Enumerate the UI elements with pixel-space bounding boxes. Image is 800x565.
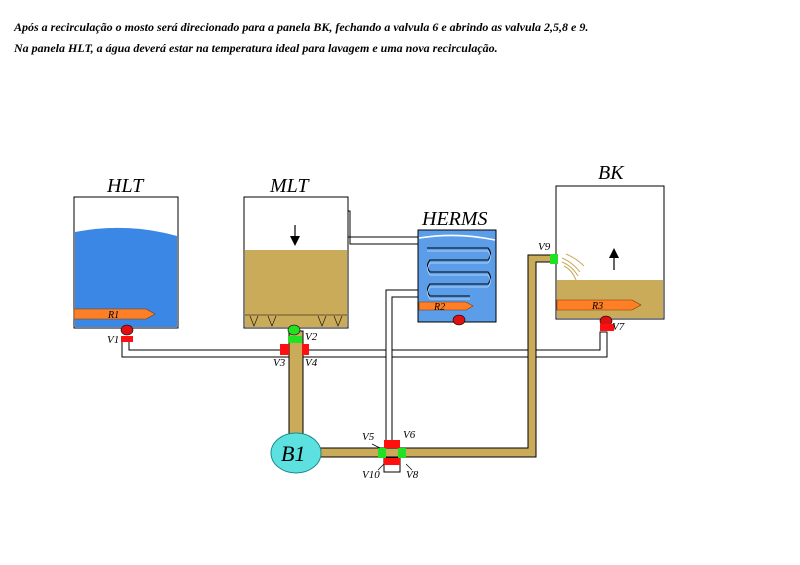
mlt-to-pump-pipe bbox=[288, 330, 304, 442]
return-pipe bbox=[121, 331, 608, 358]
mlt-title: MLT bbox=[269, 175, 310, 197]
herms-outlet-pipe bbox=[385, 289, 419, 451]
heater-r1 bbox=[73, 308, 156, 320]
valve-v9[interactable] bbox=[550, 254, 558, 264]
herms-tank: R2 bbox=[417, 229, 497, 323]
valve-v1[interactable] bbox=[121, 336, 133, 342]
valve-v2-label: V2 bbox=[305, 331, 318, 343]
herms-coil bbox=[427, 247, 491, 297]
hlt-tank: R1 bbox=[73, 196, 179, 329]
heater-r1-label: R1 bbox=[107, 310, 119, 321]
hlt-title: HLT bbox=[106, 175, 145, 197]
sensor-herms bbox=[452, 314, 466, 326]
valve-v3[interactable] bbox=[280, 344, 289, 355]
sensor-hlt bbox=[120, 324, 134, 336]
bk-tank: R3 bbox=[555, 185, 665, 320]
valve-v7[interactable] bbox=[600, 324, 614, 331]
sensor-mlt bbox=[287, 324, 301, 336]
heater-r2 bbox=[418, 301, 474, 311]
flow-arrow-up-icon bbox=[609, 248, 619, 270]
herms-title: HERMS bbox=[421, 208, 488, 230]
valve-v9-label: V9 bbox=[538, 241, 551, 253]
valve-v8[interactable] bbox=[398, 448, 406, 458]
valve-v10-label: V10 bbox=[362, 469, 380, 481]
heater-r3 bbox=[556, 299, 642, 311]
bk-title: BK bbox=[598, 162, 625, 184]
valve-v3-label: V3 bbox=[273, 357, 286, 369]
valve-v5[interactable] bbox=[378, 448, 386, 458]
pump-b1-label: B1 bbox=[281, 441, 305, 466]
valve-v2[interactable] bbox=[288, 336, 302, 343]
valve-v1-label: V1 bbox=[107, 334, 119, 346]
valve-v6-label: V6 bbox=[403, 429, 416, 441]
mlt-tank bbox=[243, 196, 349, 329]
valve-v8-label: V8 bbox=[406, 469, 419, 481]
valve-v6[interactable] bbox=[384, 440, 400, 448]
splash-icon bbox=[561, 253, 585, 281]
pump-b1[interactable] bbox=[270, 432, 322, 474]
caption-line-1: Após a recirculação o mosto será direcio… bbox=[14, 20, 589, 34]
caption-line-2: Na panela HLT, a água deverá estar na te… bbox=[14, 41, 498, 55]
heater-r2-label: R2 bbox=[433, 302, 445, 313]
valve-v4-label: V4 bbox=[305, 357, 318, 369]
flow-arrow-down-icon bbox=[290, 225, 300, 246]
valve-v10[interactable] bbox=[384, 458, 400, 465]
valve-v4[interactable] bbox=[302, 344, 309, 355]
valve-v5-label: V5 bbox=[362, 431, 375, 443]
valve-v7-label: V7 bbox=[612, 321, 625, 333]
heater-r3-label: R3 bbox=[591, 301, 603, 312]
